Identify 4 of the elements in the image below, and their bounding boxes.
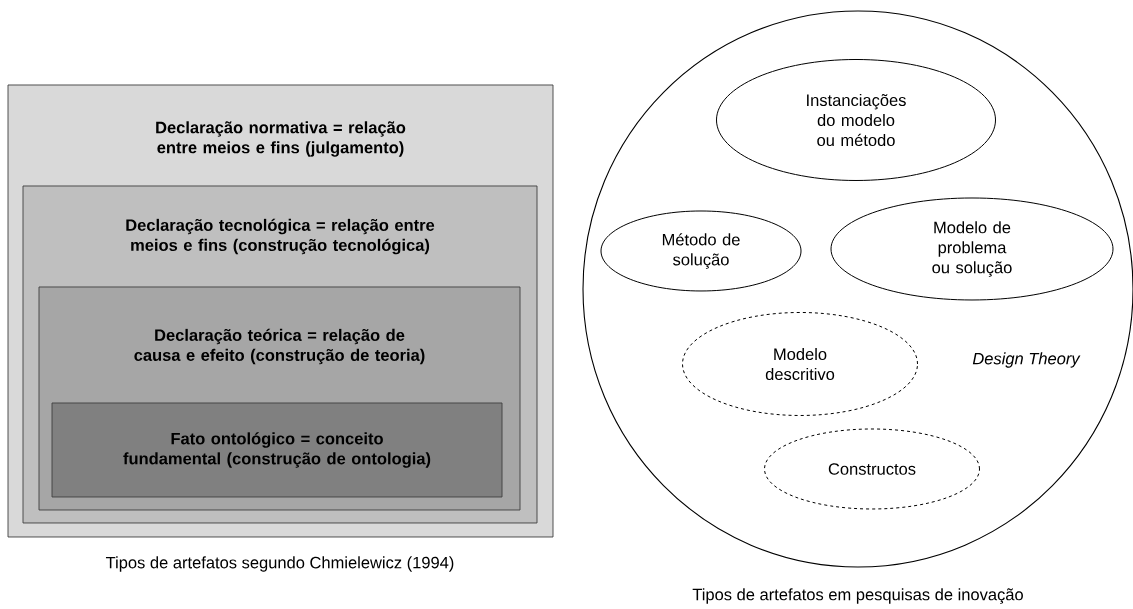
circle-label: Design Theory bbox=[972, 352, 1081, 368]
nested-box: Fato ontológico = conceito fundamental (construção de ontologia) bbox=[51, 402, 503, 498]
node-label: Tipos de artefatos em pesquisas de inovação bbox=[692, 588, 1023, 604]
node-label: Tipos de artefatos segundo Chmielewicz (1994) bbox=[105, 556, 454, 572]
